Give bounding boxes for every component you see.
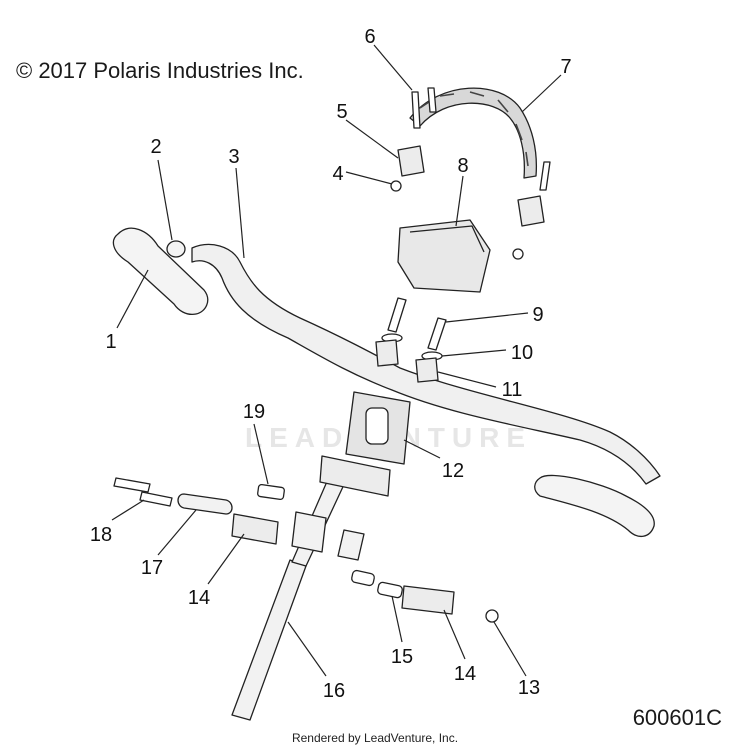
callout-3: 3 — [228, 146, 239, 168]
bolt-lower — [139, 491, 173, 507]
handlebar-pad — [397, 219, 491, 293]
clamp-cap-2 — [415, 357, 439, 383]
spacer — [257, 483, 285, 501]
callout-13: 13 — [518, 677, 540, 699]
screw-left — [411, 91, 421, 129]
screw-strap-right — [539, 161, 551, 191]
mounting-plate — [177, 493, 233, 515]
left-grip — [112, 227, 209, 316]
lower-clamp-pins — [291, 511, 365, 561]
nut-right — [512, 248, 524, 260]
callout-10: 10 — [511, 342, 533, 364]
callout-15: 15 — [391, 646, 413, 668]
right-grip — [534, 474, 655, 537]
callout-6: 6 — [364, 26, 375, 48]
bushing-1 — [351, 569, 375, 587]
callout-12: 12 — [442, 460, 464, 482]
callout-14-right: 14 — [454, 663, 476, 685]
lower-clamp — [319, 455, 391, 497]
callout-9: 9 — [532, 304, 543, 326]
strap-clamp-right — [517, 195, 545, 227]
handlebar — [191, 243, 661, 485]
callout-18: 18 — [90, 524, 112, 546]
callout-16: 16 — [323, 680, 345, 702]
callout-1: 1 — [105, 331, 116, 353]
bracket-left — [231, 513, 279, 545]
strap-clamp-left — [397, 145, 425, 177]
callout-11: 11 — [502, 379, 523, 401]
clamp-cap-1 — [375, 339, 399, 367]
bracket-right — [401, 585, 455, 615]
callout-5: 5 — [336, 101, 347, 123]
bushing-2 — [377, 581, 403, 599]
screw-right — [427, 87, 437, 113]
callout-4: 4 — [332, 163, 343, 185]
clamp-bolt-1 — [387, 297, 407, 333]
copyright-text: © 2017 Polaris Industries Inc. — [16, 58, 304, 83]
callout-19: 19 — [243, 401, 265, 423]
steering-column-tube — [231, 559, 307, 721]
callout-17: 17 — [141, 557, 163, 579]
clamp-bolt-2 — [427, 317, 447, 351]
diagram-number: 600601C — [632, 705, 722, 730]
bolt-upper — [113, 477, 151, 493]
grip-end-ring — [166, 240, 186, 258]
rendered-by-credit: Rendered by LeadVenture, Inc. — [291, 731, 459, 745]
callout-2: 2 — [150, 136, 161, 158]
callout-8: 8 — [457, 155, 468, 177]
callout-14-left: 14 — [188, 587, 210, 609]
callout-7: 7 — [560, 56, 571, 78]
nut-left — [390, 180, 402, 192]
nut-bottom — [485, 609, 499, 623]
strap — [409, 87, 538, 179]
